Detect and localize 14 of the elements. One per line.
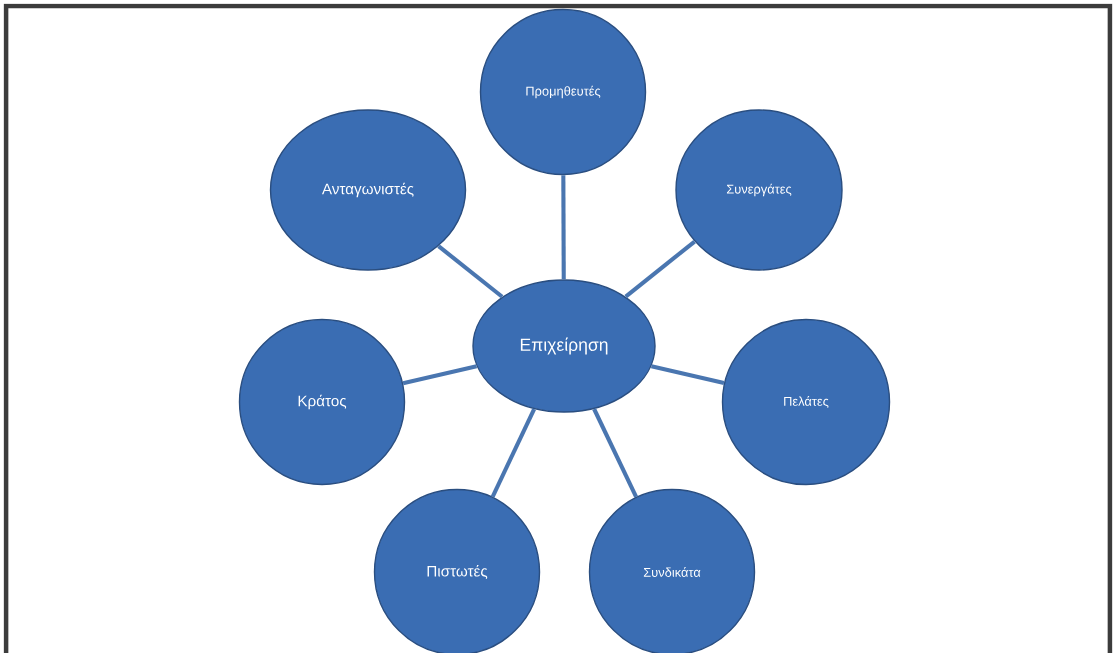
connector-line [592, 408, 638, 498]
circle-node: Συνεργάτες [675, 109, 843, 271]
circle-node: Προμηθευτές [479, 8, 647, 176]
connector-line [437, 244, 504, 299]
connector-line [650, 364, 725, 386]
circle-node: Ανταγωνιστές [269, 109, 467, 271]
connector-line [490, 408, 536, 498]
circle-node: Πιστωτές [373, 488, 541, 653]
circle-node: Κράτος [238, 318, 406, 486]
circle-node: Πελάτες [721, 318, 891, 486]
connector-line [402, 364, 478, 386]
circle-node: Συνδικάτα [588, 488, 756, 653]
connector-line [624, 239, 696, 299]
connector-line [561, 175, 566, 280]
